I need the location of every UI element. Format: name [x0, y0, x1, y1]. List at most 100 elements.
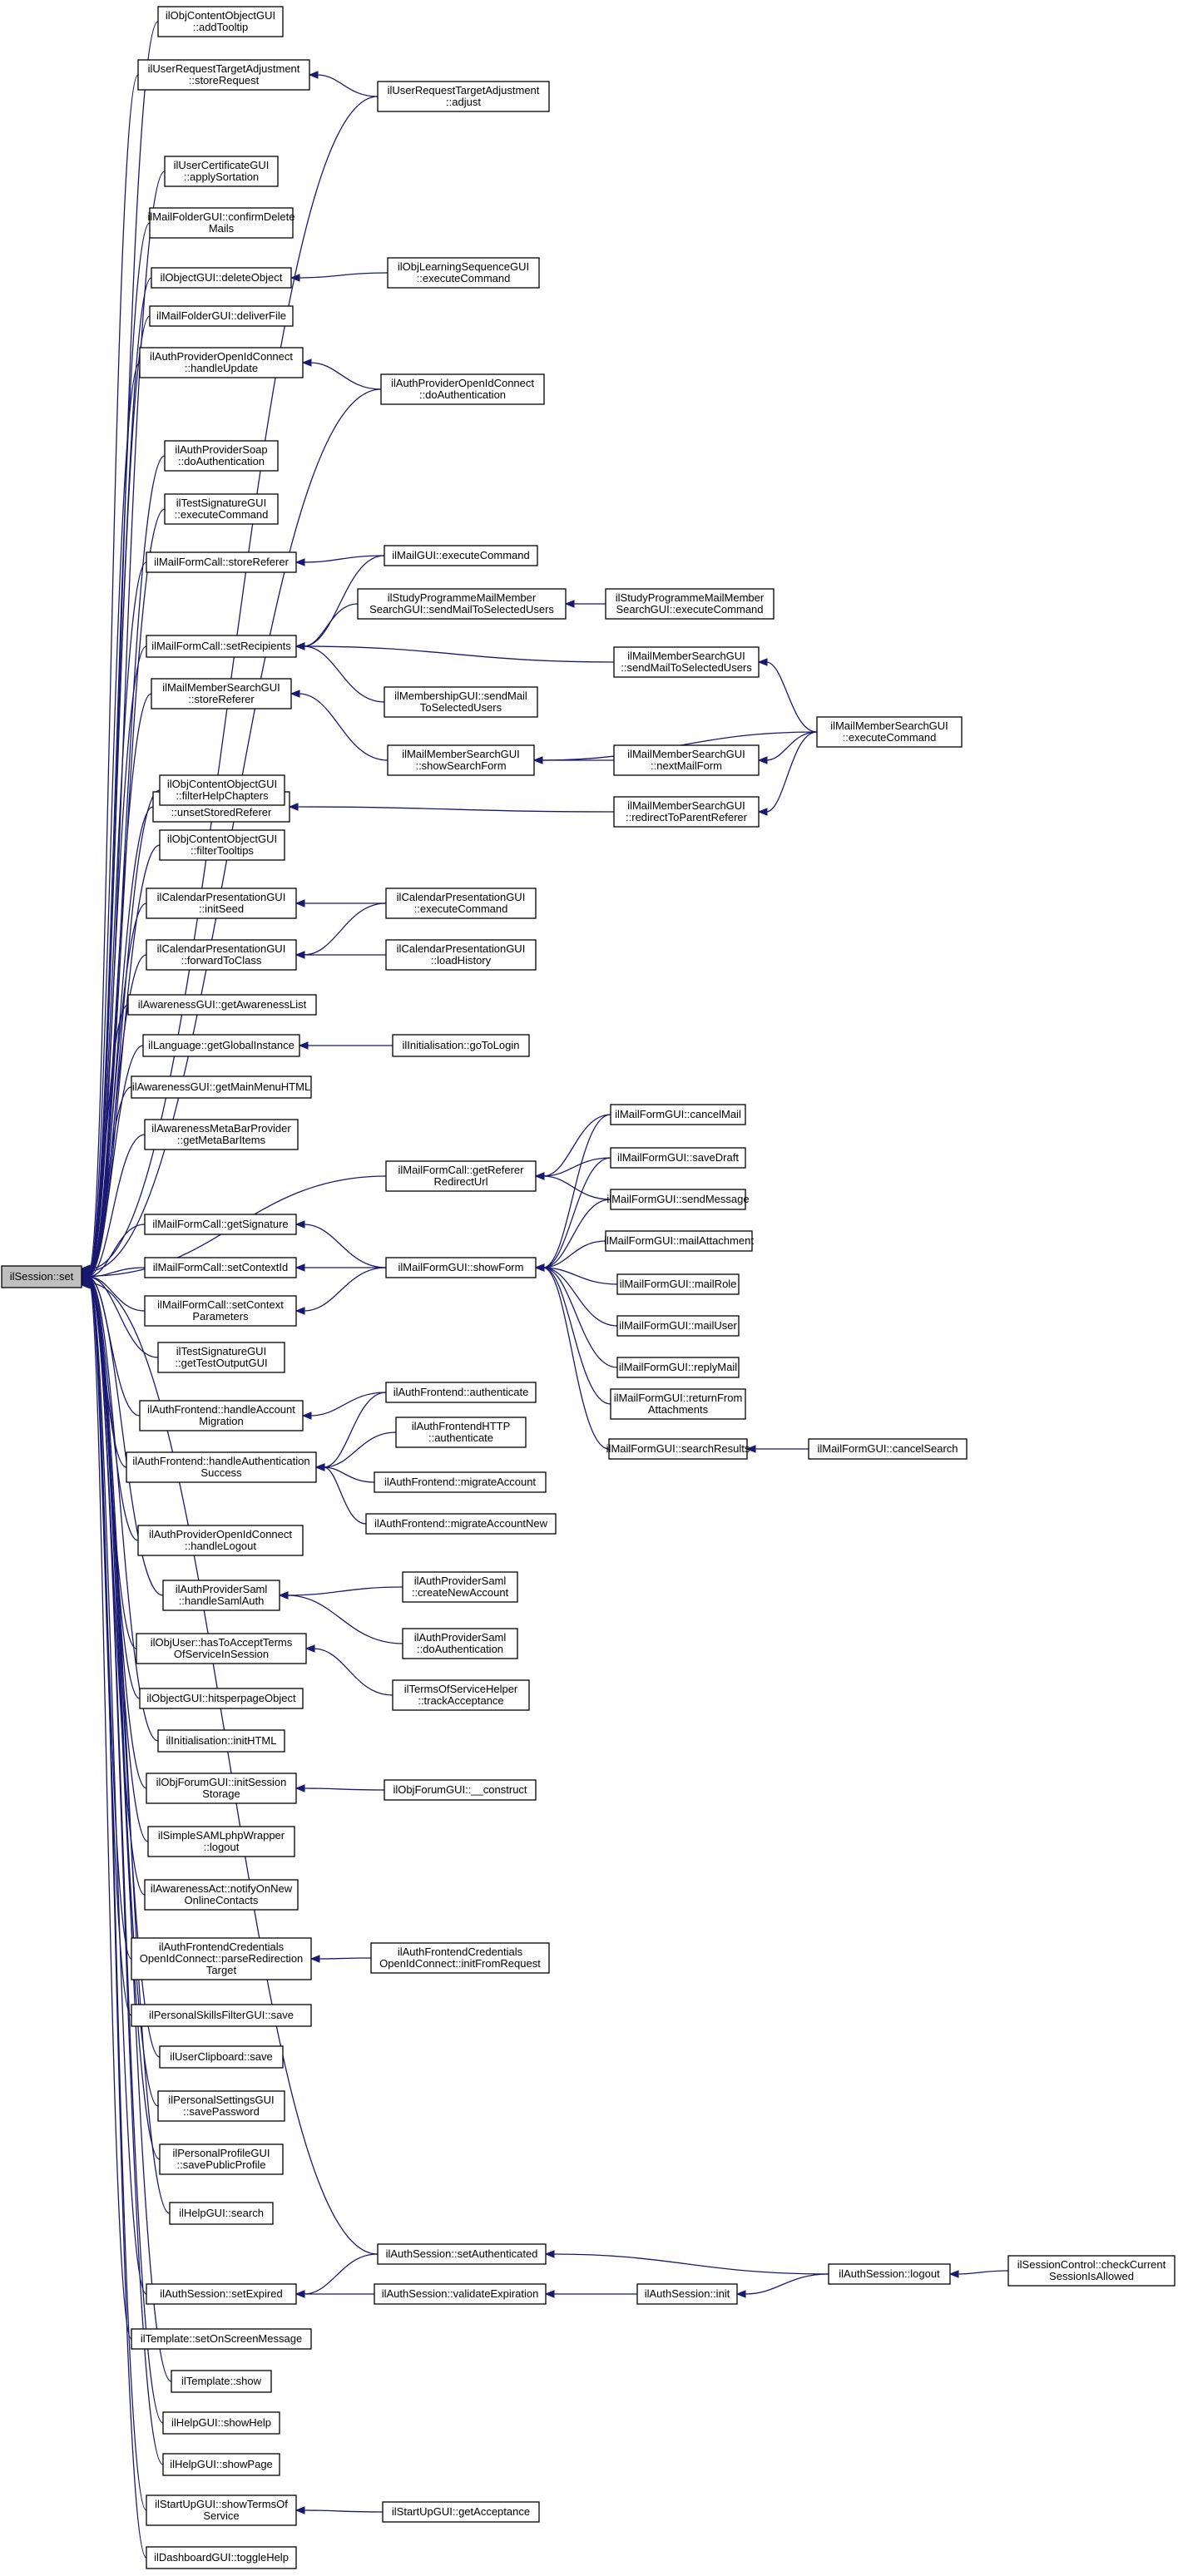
function-node[interactable]: ilMailFormGUI::mailAttachment	[604, 1230, 754, 1252]
function-node-label: OfServiceInSession	[174, 1648, 269, 1660]
function-node[interactable]: ilAwarenessAct::notifyOnNewOnlineContact…	[144, 1879, 299, 1911]
function-node[interactable]: ilMailFormCall::getSignature	[144, 1214, 297, 1235]
function-node[interactable]: ilAuthSession::init	[636, 2283, 738, 2305]
function-node[interactable]: ilUserCertificateGUI::applySortation	[164, 156, 279, 187]
function-node-label: ilMailFormGUI::saveDraft	[617, 1151, 739, 1164]
function-node[interactable]: ilObjLearningSequenceGUI::executeCommand	[387, 257, 540, 289]
function-node[interactable]: ilMailFormCall::setRecipients	[146, 635, 297, 658]
function-node[interactable]: ilAuthProviderOpenIdConnect::doAuthentic…	[380, 373, 545, 405]
function-node[interactable]: ilAuthFrontendHTTP::authenticate	[395, 1417, 527, 1448]
function-node[interactable]: ilUserRequestTargetAdjustment::storeRequ…	[137, 59, 310, 91]
function-node[interactable]: ilCalendarPresentationGUI::executeComman…	[385, 888, 537, 919]
edge-arrow	[544, 2290, 637, 2298]
function-node[interactable]: ilAwarenessGUI::getAwarenessList	[127, 994, 317, 1016]
function-node[interactable]: ilMailMemberSearchGUI::sendMailToSelecte…	[613, 646, 760, 678]
function-node[interactable]: ilMailGUI::executeCommand	[384, 545, 538, 566]
function-node[interactable]: ilPersonalProfileGUI::savePublicProfile	[159, 2143, 284, 2175]
function-node[interactable]: ilAuthFrontendCredentialsOpenIdConnect::…	[131, 1937, 312, 1980]
function-node[interactable]: ilInitialisation::initHTML	[157, 1729, 285, 1753]
function-node[interactable]: ilMailFormGUI::replyMail	[616, 1357, 740, 1378]
function-node[interactable]: ilAuthProviderOpenIdConnect::handleLogou…	[137, 1525, 304, 1556]
function-node[interactable]: ilObjForumGUI::__construct	[384, 1779, 537, 1801]
function-node[interactable]: ilMailMemberSearchGUI::showSearchForm	[387, 744, 535, 776]
function-node[interactable]: ilAuthProviderSaml::createNewAccount	[402, 1571, 518, 1603]
function-node[interactable]: ilUserClipboard::save	[159, 2045, 284, 2069]
function-node[interactable]: ilAuthFrontend::handleAuthenticationSucc…	[126, 1451, 317, 1483]
edge-arrow	[301, 358, 382, 390]
function-node-label: ::doAuthentication	[178, 455, 265, 467]
function-node[interactable]: ilMembershipGUI::sendMailToSelectedUsers	[384, 686, 538, 718]
function-node[interactable]: ilAuthProviderSoap::doAuthentication	[164, 440, 279, 472]
function-node[interactable]: ilInitialisation::goToLogin	[392, 1034, 530, 1057]
function-node[interactable]: ilMailFormGUI::mailUser	[616, 1315, 740, 1337]
function-node[interactable]: ilAuthFrontend::migrateAccount	[374, 1471, 547, 1493]
function-node[interactable]: ilMailFormGUI::sendMessage	[606, 1189, 750, 1210]
function-node[interactable]: ilSessionControl::checkCurrentSessionIsA…	[1007, 2255, 1176, 2287]
function-node[interactable]: ilTestSignatureGUI::getTestOutputGUI	[157, 1342, 285, 1373]
function-node[interactable]: ilStudyProgrammeMailMemberSearchGUI::sen…	[357, 588, 567, 620]
function-node[interactable]: ilMailFormGUI::mailRole	[616, 1273, 740, 1295]
function-node[interactable]: ilAuthFrontendCredentialsOpenIdConnect::…	[370, 1942, 550, 1974]
function-node[interactable]: ilAwarenessGUI::getMainMenuHTML	[131, 1075, 312, 1099]
function-node[interactable]: ilAuthSession::setAuthenticated	[377, 2243, 547, 2265]
function-node[interactable]: ilTermsOfServiceHelper::trackAcceptance	[392, 1679, 530, 1711]
function-node[interactable]: ilObjectGUI::deleteObject	[151, 267, 292, 289]
function-node[interactable]: ilMailFormGUI::saveDraft	[610, 1147, 746, 1169]
function-node[interactable]: ilObjContentObjectGUI::filterTooltips	[159, 829, 285, 861]
function-node[interactable]: ilStartUpGUI::getAcceptance	[382, 2501, 540, 2523]
function-node[interactable]: ilCalendarPresentationGUI::loadHistory	[385, 939, 537, 971]
root-function-node[interactable]: ilSession::set	[1, 1265, 82, 1288]
function-node[interactable]: ilAuthFrontend::authenticate	[385, 1382, 537, 1403]
function-node[interactable]: ilObjContentObjectGUI::filterHelpChapter…	[159, 774, 285, 806]
function-node[interactable]: ilMailMemberSearchGUI::nextMailForm	[613, 744, 760, 776]
function-node[interactable]: ilMailFormCall::setContextId	[144, 1257, 297, 1278]
function-node[interactable]: ilMailMemberSearchGUI::executeCommand	[816, 716, 963, 748]
function-node[interactable]: ilMailFormGUI::cancelMail	[610, 1104, 746, 1125]
function-node[interactable]: ilAuthSession::logout	[828, 2263, 951, 2285]
function-node[interactable]: ilMailFormGUI::cancelSearch	[808, 1438, 968, 1460]
function-node[interactable]: ilTemplate::setOnScreenMessage	[131, 2328, 312, 2350]
function-node[interactable]: ilHelpGUI::showHelp	[162, 2411, 280, 2435]
function-node[interactable]: ilTemplate::show	[171, 2370, 272, 2393]
function-node[interactable]: ilUserRequestTargetAdjustment::adjust	[377, 81, 550, 112]
function-node[interactable]: ilAuthProviderSaml::doAuthentication	[402, 1628, 518, 1659]
function-node[interactable]: ilMailFormGUI::showForm	[385, 1257, 537, 1278]
function-node[interactable]: ilAwarenessMetaBarProvider::getMetaBarIt…	[144, 1119, 299, 1150]
function-node[interactable]: ilMailFormCall::storeReferer	[146, 551, 297, 573]
function-node[interactable]: ilMailMemberSearchGUI::storeReferer	[151, 678, 292, 710]
function-node[interactable]: ilTestSignatureGUI::executeCommand	[164, 493, 279, 525]
function-node[interactable]: ilAuthProviderSaml::handleSamlAuth	[162, 1580, 280, 1611]
function-node-label: ::getMetaBarItems	[177, 1134, 266, 1146]
function-node[interactable]: ilAuthSession::setExpired	[146, 2283, 297, 2305]
function-node[interactable]: ilObjUser::hasToAcceptTermsOfServiceInSe…	[136, 1633, 307, 1664]
function-node[interactable]: ilHelpGUI::search	[169, 2202, 274, 2225]
function-node[interactable]: ilObjectGUI::hitsperpageObject	[139, 1688, 304, 1709]
function-node[interactable]: ilDashboardGUI::toggleHelp	[146, 2546, 297, 2569]
function-node-label: ilAuthSession::setAuthenticated	[386, 2247, 538, 2260]
function-node[interactable]: ilPersonalSettingsGUI::savePassword	[157, 2090, 285, 2122]
function-node[interactable]: ilCalendarPresentationGUI::forwardToClas…	[146, 939, 297, 971]
function-node[interactable]: ilAuthFrontend::migrateAccountNew	[365, 1513, 557, 1535]
function-node[interactable]: ilHelpGUI::showPage	[162, 2453, 280, 2476]
function-node[interactable]: ilAuthProviderOpenIdConnect::handleUpdat…	[139, 347, 304, 378]
function-node[interactable]: ilCalendarPresentationGUI::initSeed	[146, 888, 297, 919]
edge-arrow	[534, 1114, 611, 1272]
function-node[interactable]: ilMailFormGUI::searchResults	[606, 1438, 750, 1460]
function-node[interactable]: ilAuthSession::validateExpiration	[374, 2283, 547, 2305]
function-node[interactable]: ilObjContentObjectGUI::addTooltip	[157, 6, 284, 37]
function-node-label: ilCalendarPresentationGUI	[157, 891, 286, 903]
function-node[interactable]: ilPersonalSkillsFilterGUI::save	[131, 2004, 312, 2027]
function-node[interactable]: ilSimpleSAMLphpWrapper::logout	[147, 1826, 295, 1857]
function-node[interactable]: ilMailMemberSearchGUI::redirectToParentR…	[613, 796, 760, 828]
function-node-label: ilMailFormGUI::mailUser	[619, 1319, 737, 1332]
function-node[interactable]: ilLanguage::getGlobalInstance	[142, 1034, 300, 1057]
function-node[interactable]: ilStudyProgrammeMailMemberSearchGUI::exe…	[605, 588, 775, 620]
function-node[interactable]: ilMailFolderGUI::deliverFile	[149, 305, 294, 327]
